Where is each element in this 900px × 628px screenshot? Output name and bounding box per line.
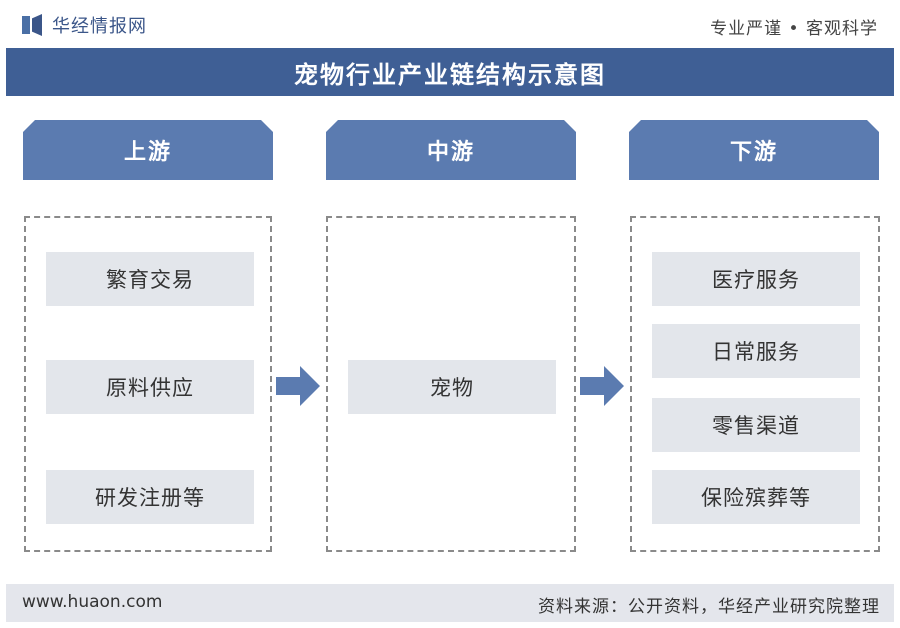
downstream-item-3-label: 零售渠道 — [712, 414, 800, 438]
upstream-item-3: 研发注册等 — [46, 470, 254, 524]
upstream-item-1-label: 繁育交易 — [106, 268, 194, 292]
downstream-item-2: 日常服务 — [652, 324, 860, 378]
upstream-item-1: 繁育交易 — [46, 252, 254, 306]
upstream-item-3-label: 研发注册等 — [95, 486, 205, 510]
downstream-item-2-label: 日常服务 — [712, 340, 800, 364]
brand-logo: 华经情报网 — [22, 12, 147, 38]
upstream-title: 上游 — [123, 140, 172, 165]
midstream-box: 宠物 — [326, 216, 576, 552]
brand-name: 华经情报网 — [52, 16, 147, 37]
downstream-item-1: 医疗服务 — [652, 252, 860, 306]
downstream-item-4-label: 保险殡葬等 — [701, 486, 811, 510]
website-link[interactable]: www.huaon.com — [22, 592, 163, 612]
diagram-title: 宠物行业产业链结构示意图 — [294, 60, 606, 89]
midstream-item-1-label: 宠物 — [430, 376, 474, 400]
upstream-header: 上游 — [23, 120, 273, 180]
midstream-header: 中游 — [326, 120, 576, 180]
arrow-right-icon — [580, 366, 624, 406]
downstream-header: 下游 — [629, 120, 879, 180]
slogan: 专业严谨 • 客观科学 — [710, 19, 878, 39]
upstream-box: 繁育交易 原料供应 研发注册等 — [24, 216, 272, 552]
downstream-title: 下游 — [729, 140, 778, 165]
logo-icon — [22, 14, 44, 36]
midstream-title: 中游 — [426, 140, 475, 165]
downstream-item-3: 零售渠道 — [652, 398, 860, 452]
downstream-item-1-label: 医疗服务 — [712, 268, 800, 292]
downstream-box: 医疗服务 日常服务 零售渠道 保险殡葬等 — [630, 216, 880, 552]
top-bar: 华经情报网 专业严谨 • 客观科学 — [0, 0, 900, 48]
footer-bar: www.huaon.com 资料来源：公开资料，华经产业研究院整理 — [6, 584, 894, 622]
downstream-item-4: 保险殡葬等 — [652, 470, 860, 524]
upstream-item-2: 原料供应 — [46, 360, 254, 414]
source-note: 资料来源：公开资料，华经产业研究院整理 — [538, 597, 880, 617]
title-banner: 宠物行业产业链结构示意图 — [6, 48, 894, 96]
upstream-item-2-label: 原料供应 — [106, 376, 194, 400]
midstream-item-1: 宠物 — [348, 360, 556, 414]
arrow-right-icon — [276, 366, 320, 406]
